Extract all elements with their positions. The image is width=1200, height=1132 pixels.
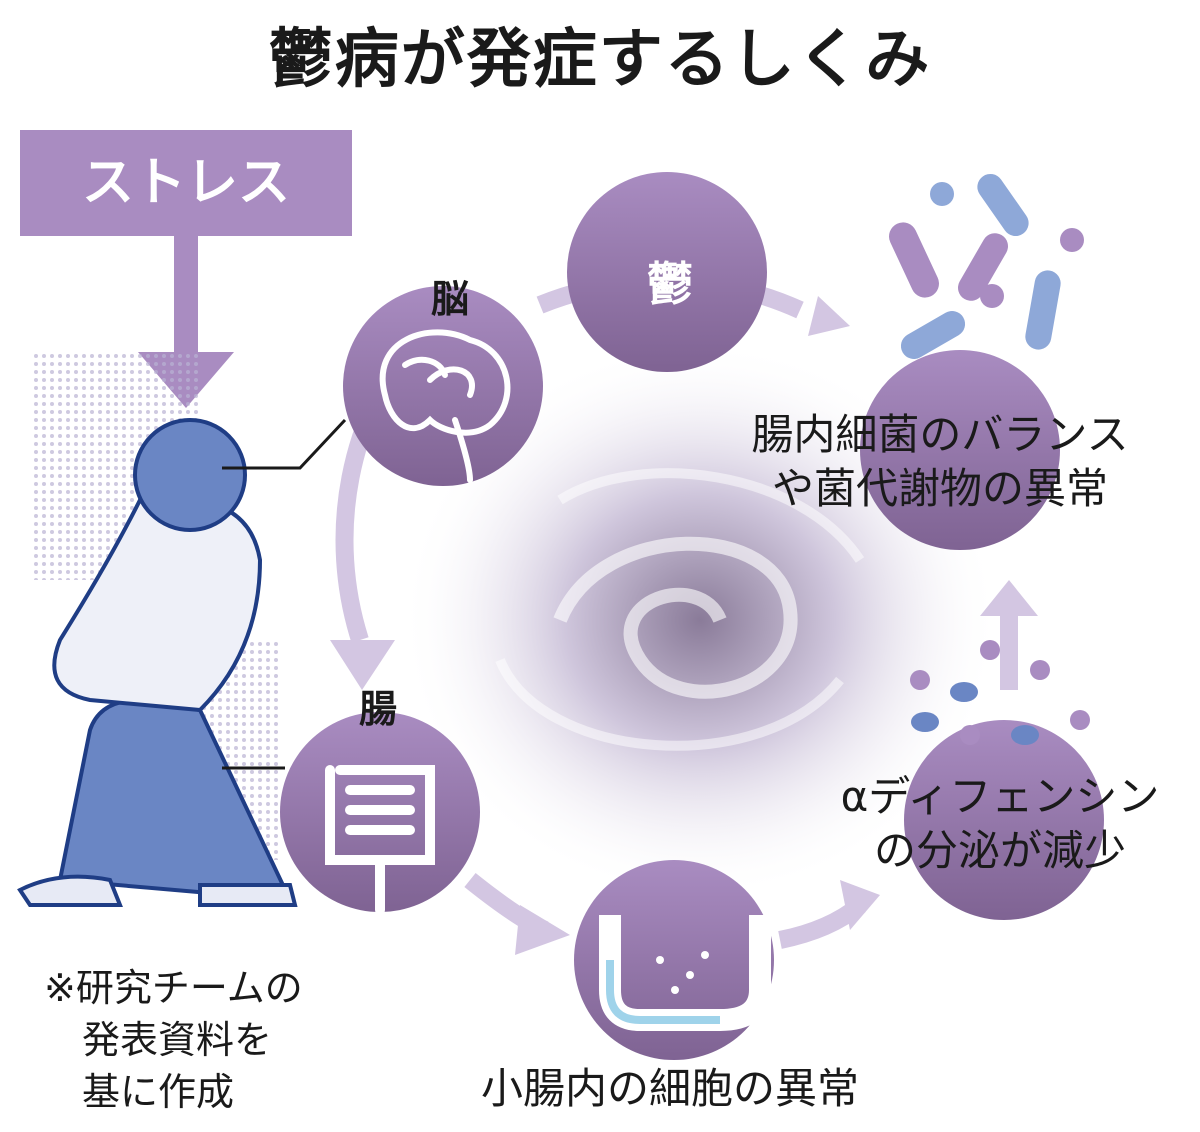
gut-label: 腸 — [358, 687, 397, 731]
bacteria-icon — [889, 173, 1084, 359]
stress-label: ストレス — [81, 153, 290, 213]
brain-circle — [343, 286, 543, 486]
note-line3: 基に作成 — [82, 1070, 235, 1114]
brain-icon — [379, 329, 511, 483]
cell-caption: 小腸内の細胞の異常 — [480, 1064, 859, 1113]
brain-label: 脳 — [430, 277, 469, 321]
stress-arrow-shaft — [174, 236, 198, 356]
brain-leader-line — [222, 418, 347, 470]
stress-box — [20, 130, 352, 236]
flora-caption-line2: や菌代謝物の異常 — [771, 464, 1108, 513]
swirl-background — [400, 340, 1000, 900]
flora-circle — [860, 350, 1060, 550]
person-figure — [17, 350, 298, 907]
alpha-caption-line2: の分泌が減少 — [873, 826, 1126, 875]
depression-label: 鬱 — [647, 257, 693, 311]
source-note: ※研究チームの 発表資料を 基に作成 — [44, 962, 303, 1118]
page-title: 鬱病が発症するしくみ — [268, 23, 932, 97]
flora-caption-line1: 腸内細菌のバランス — [751, 410, 1129, 459]
villi-icon — [599, 915, 771, 1031]
depression-circle — [567, 172, 767, 372]
note-line2: 発表資料を — [82, 1018, 273, 1062]
flora-caption: 腸内細菌のバランス や菌代謝物の異常 — [700, 408, 1180, 516]
note-line1: ※研究チームの — [44, 966, 303, 1010]
alpha-caption: αディフェンシン の分泌が減少 — [810, 770, 1190, 878]
intestine-icon — [325, 765, 435, 915]
particles-icon — [910, 640, 1090, 745]
alpha-circle — [904, 720, 1104, 920]
alpha-caption-line1: αディフェンシン — [840, 772, 1160, 821]
